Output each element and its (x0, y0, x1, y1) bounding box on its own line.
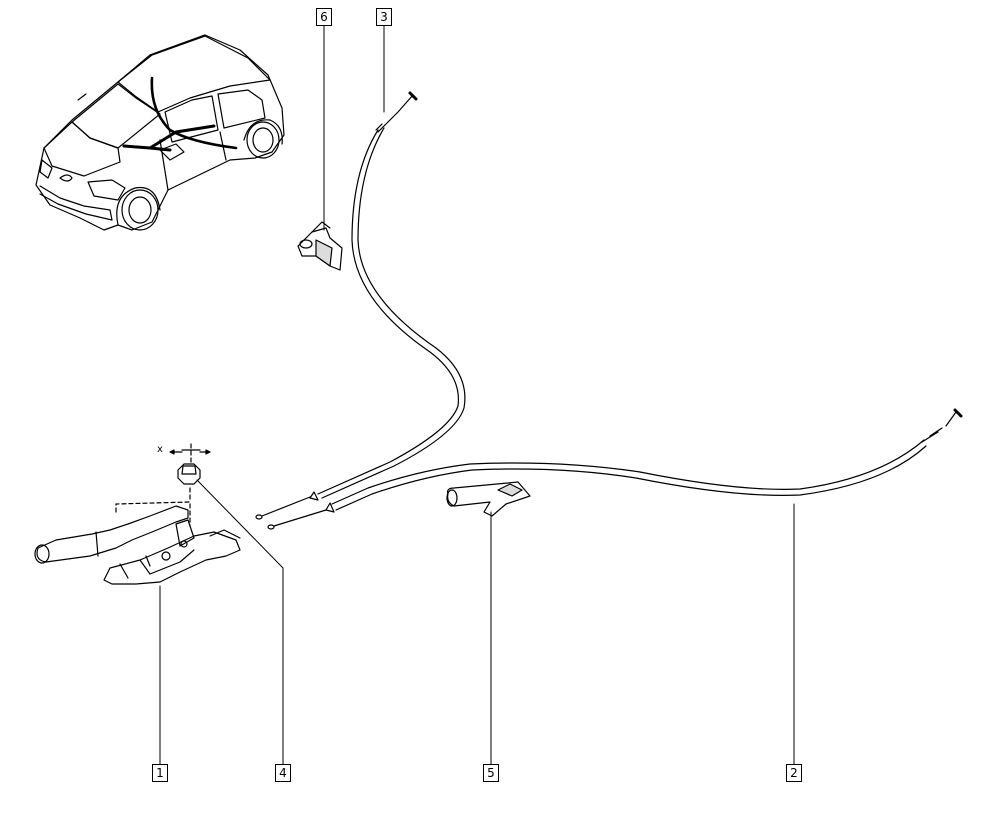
callout-2: 2 (786, 764, 802, 782)
callout-6: 6 (316, 8, 332, 26)
part-3-cable-upper (255, 91, 466, 520)
part-5-handle-cover (446, 481, 531, 517)
part-2-cable-lower (267, 408, 963, 530)
car-location-illustration (35, 34, 285, 231)
callout-5: 5 (483, 764, 499, 782)
callout-1: 1 (152, 764, 168, 782)
dimension-label-x: x (157, 444, 163, 455)
callout-4: 4 (275, 764, 291, 782)
callout-3: 3 (376, 8, 392, 26)
leader-line-4 (196, 479, 284, 765)
part-6-bracket (297, 221, 343, 271)
part-1-handbrake-lever (34, 487, 241, 585)
leader-lines (159, 24, 795, 765)
part-4-nut (169, 443, 211, 485)
